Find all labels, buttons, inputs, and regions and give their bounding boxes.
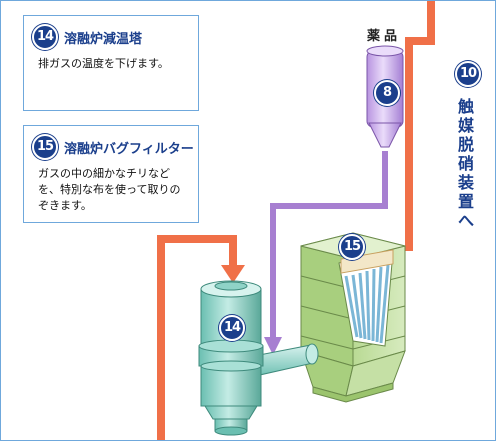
outlet-gas-pipe — [405, 7, 435, 251]
cooling-tower-card: 14 溶融炉減温塔 排ガスの温度を下げます。 — [23, 15, 199, 111]
inlet-gas-pipe — [157, 235, 237, 440]
cooling-tower-card-badge: 14 — [32, 24, 58, 50]
bag-filter-card-header: 15 溶融炉バグフィルター — [32, 134, 198, 160]
chemical-arrow — [264, 337, 282, 355]
chemical-pipe — [270, 151, 388, 341]
inlet-arrow — [221, 265, 245, 283]
cooling-tower — [198, 280, 264, 436]
bag-filter-card-badge: 15 — [32, 134, 58, 160]
destination-badge: 10 — [455, 61, 481, 87]
cooling-tower-card-header: 14 溶融炉減温塔 — [32, 24, 198, 50]
bag-filter-card: 15 溶融炉バグフィルター ガスの中の細かなチリなどを、特別な布を使って取りのぞ… — [23, 125, 199, 223]
cooling-tower-card-description: 排ガスの温度を下げます。 — [38, 57, 169, 70]
bag-filter-card-description: ガスの中の細かなチリなどを、特別な布を使って取りのぞきます。 — [38, 167, 181, 212]
cooling-tower-badge: 14 — [219, 315, 245, 341]
destination-label: 触媒脱硝装置へ — [457, 97, 474, 230]
bag-filter-card-title: 溶融炉バグフィルター — [64, 141, 194, 157]
bag-filter-badge: 15 — [339, 234, 365, 260]
connecting-duct — [248, 343, 319, 378]
chemical-label: 薬品 — [367, 29, 402, 44]
chemical-tank-badge: 8 — [374, 80, 400, 106]
cooling-tower-card-title: 溶融炉減温塔 — [64, 31, 143, 47]
filter-bags — [338, 249, 394, 347]
